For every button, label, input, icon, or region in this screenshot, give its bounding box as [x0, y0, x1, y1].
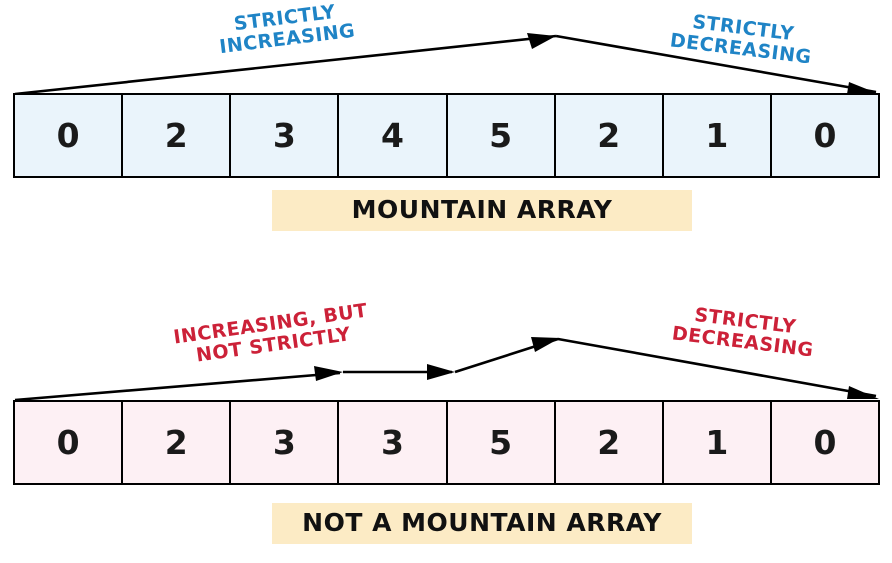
- array-cell: 2: [555, 95, 664, 176]
- annotation-strictly-increasing: STRICTLY INCREASING: [218, 0, 357, 58]
- annotation-strictly-decreasing: STRICTLY DECREASING: [668, 10, 813, 69]
- flat-arrowhead: [427, 364, 455, 380]
- peak-arrowhead: [531, 337, 560, 352]
- increasing-segment-1: [14, 371, 341, 402]
- annotation-increasing-but-not-strictly: INCREASING, BUT NOT STRICTLY: [172, 299, 369, 367]
- increasing-segment-2: [454, 337, 559, 374]
- increasing-arrowhead-1: [314, 366, 343, 381]
- array-cell: 1: [663, 95, 772, 176]
- array-cell: 2: [123, 402, 232, 483]
- descending-arrowhead: [847, 386, 879, 399]
- array-cell: 3: [231, 95, 340, 176]
- array-cell: 2: [555, 402, 664, 483]
- array-cell: 0: [771, 402, 878, 483]
- array-cell: 5: [447, 95, 556, 176]
- array-cell: 2: [123, 95, 232, 176]
- array-not-mountain: 0 2 3 3 5 2 1 0: [13, 400, 880, 485]
- array-cell: 0: [15, 402, 124, 483]
- array-cell: 4: [339, 95, 448, 176]
- array-cell: 0: [15, 95, 124, 176]
- ascending-arrowhead: [527, 33, 556, 49]
- caption-not-a-mountain-array: NOT A MOUNTAIN ARRAY: [272, 503, 692, 544]
- array-cell: 3: [339, 402, 448, 483]
- array-cell: 3: [231, 402, 340, 483]
- annotation-strictly-decreasing: STRICTLY DECREASING: [670, 303, 815, 362]
- array-mountain: 0 2 3 4 5 2 1 0: [13, 93, 880, 178]
- array-cell: 5: [447, 402, 556, 483]
- array-cell: 0: [771, 95, 878, 176]
- array-cell: 1: [663, 402, 772, 483]
- caption-mountain-array: MOUNTAIN ARRAY: [272, 190, 692, 231]
